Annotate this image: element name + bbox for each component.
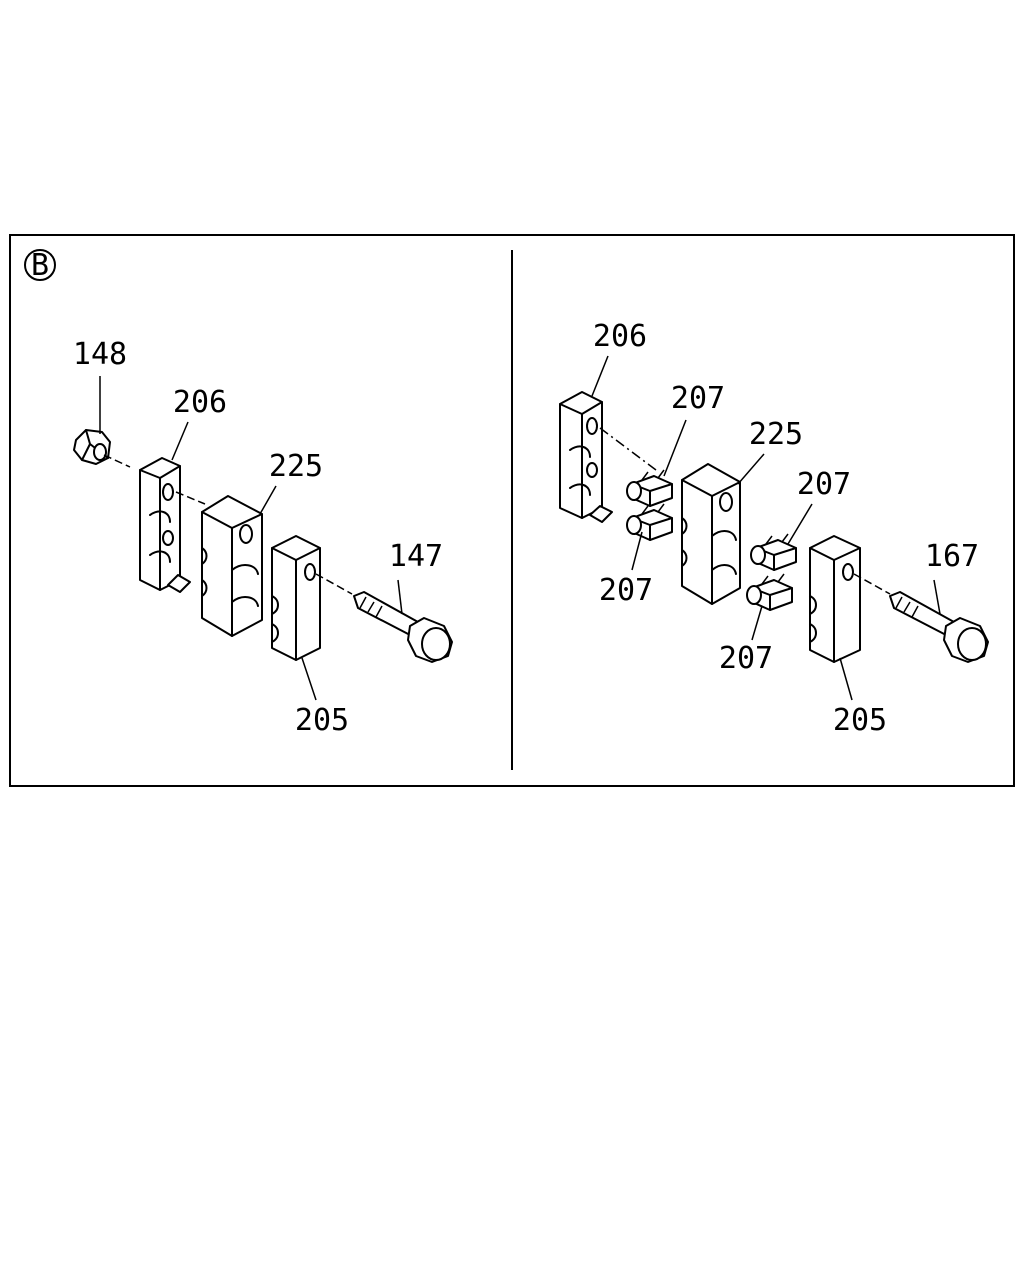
nut-part — [73, 429, 111, 465]
label-225: 225 — [749, 417, 803, 452]
bolt-part — [889, 591, 989, 663]
bolt-part — [353, 591, 453, 663]
diagram-frame — [9, 234, 1015, 787]
label-205: 205 — [833, 703, 887, 738]
label-206: 206 — [593, 319, 647, 354]
clip-part — [746, 573, 793, 611]
clamp-part — [271, 535, 321, 661]
left-panel: 148 206 225 147 205 — [73, 337, 453, 738]
label-205: 205 — [295, 703, 349, 738]
label-167: 167 — [925, 539, 979, 574]
block-part — [681, 463, 741, 605]
clip-part — [626, 503, 673, 541]
label-225: 225 — [269, 449, 323, 484]
view-marker: B — [24, 248, 56, 283]
bracket-part — [559, 391, 613, 523]
right-panel: 206 207 225 207 167 207 207 205 — [559, 319, 989, 738]
label-207: 207 — [671, 381, 725, 416]
label-207: 207 — [797, 467, 851, 502]
bracket-part — [139, 457, 191, 593]
label-207: 207 — [599, 573, 653, 608]
label-206: 206 — [173, 385, 227, 420]
clip-part — [750, 533, 797, 571]
label-207: 207 — [719, 641, 773, 676]
view-marker-letter: B — [31, 248, 49, 283]
label-148: 148 — [73, 337, 127, 372]
clip-part — [626, 469, 673, 507]
clamp-part — [809, 535, 861, 663]
block-part — [201, 495, 263, 637]
label-147: 147 — [389, 539, 443, 574]
